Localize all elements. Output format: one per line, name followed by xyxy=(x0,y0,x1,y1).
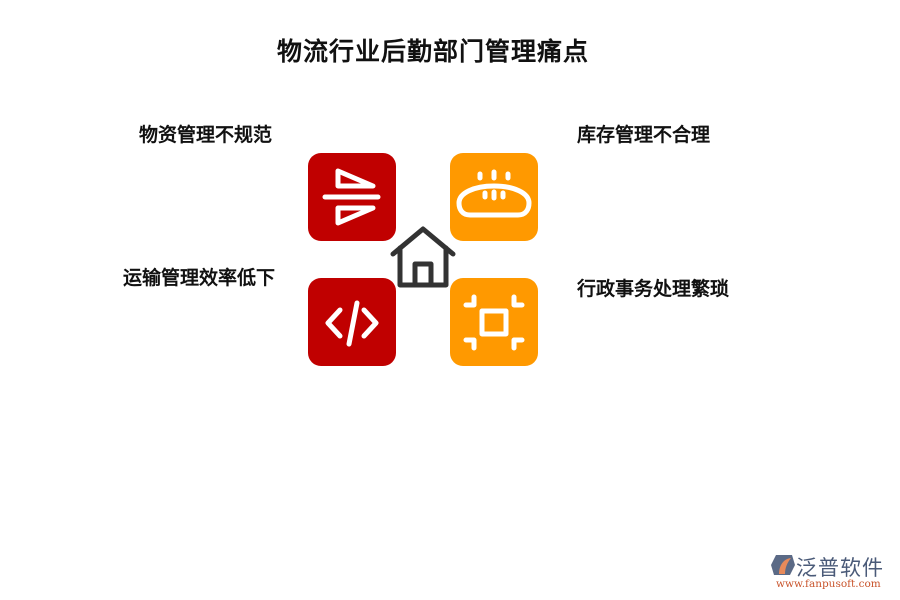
fanpu-logo-icon xyxy=(771,555,795,575)
tile-material-management xyxy=(308,153,396,241)
label-inventory-management: 库存管理不合理 xyxy=(577,124,711,146)
bread-icon xyxy=(456,169,532,218)
diagram-title: 物流行业后勤部门管理痛点 xyxy=(276,37,589,66)
tile-admin-affairs xyxy=(450,278,538,366)
watermark-logo: 泛普软件 www.fanpusoft.com xyxy=(768,552,893,592)
label-admin-affairs: 行政事务处理繁琐 xyxy=(577,278,730,300)
home-icon xyxy=(390,226,456,288)
crop-frame-icon xyxy=(463,294,525,351)
code-icon xyxy=(325,300,379,347)
label-transport-efficiency: 运输管理效率低下 xyxy=(123,267,276,289)
tile-inventory-management xyxy=(450,153,538,241)
label-material-management: 物资管理不规范 xyxy=(139,124,273,146)
watermark-url: www.fanpusoft.com xyxy=(776,578,881,590)
flip-horizontal-icon xyxy=(322,168,381,226)
tile-transport-efficiency xyxy=(308,278,396,366)
watermark-brand: 泛普软件 xyxy=(796,556,884,580)
